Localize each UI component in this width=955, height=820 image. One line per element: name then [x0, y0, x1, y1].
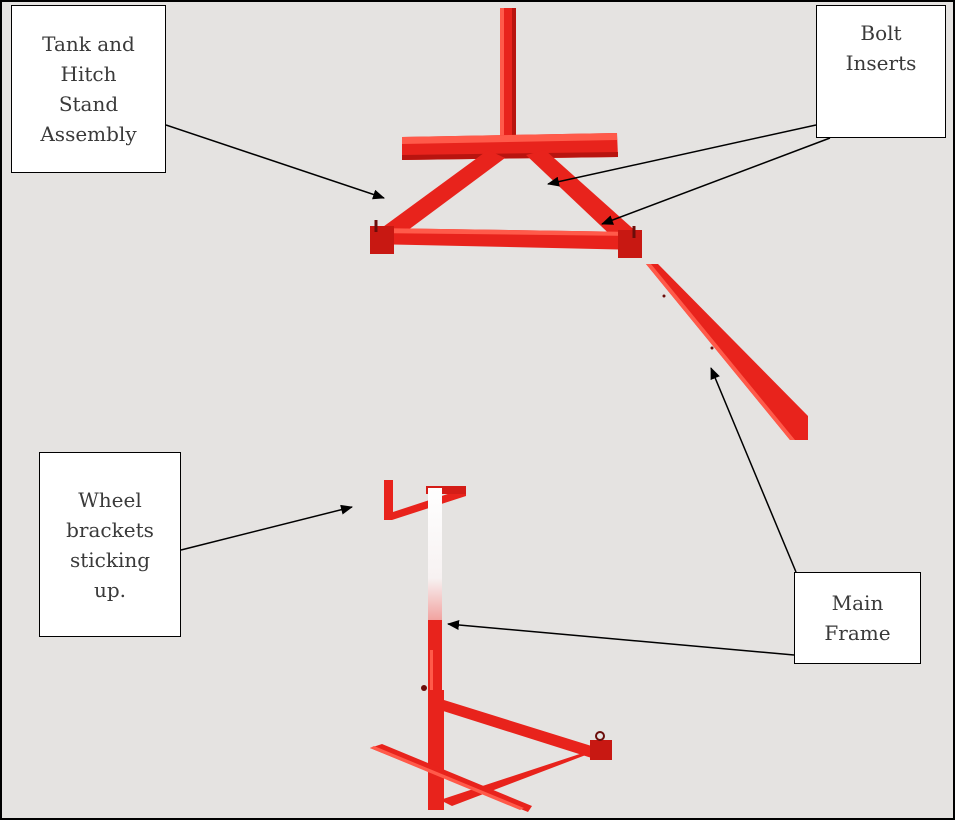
arrow-wheel-brackets	[180, 504, 353, 551]
arrow-main-frame-lower	[447, 620, 795, 656]
arrow-bolt-insert-2	[601, 137, 831, 225]
tank-hitch-stand-label: Tank and Hitch Stand Assembly	[11, 5, 166, 173]
bolt-inserts-label: Bolt Inserts	[816, 5, 946, 138]
arrow-tank-hitch	[165, 124, 385, 200]
main-frame-lower	[370, 480, 612, 812]
main-frame-label: Main Frame	[794, 572, 921, 664]
tank-hitch-stand-assembly	[370, 8, 642, 258]
arrow-bolt-insert-1	[547, 124, 817, 187]
main-frame-tube	[646, 264, 808, 440]
callout-arrows	[165, 124, 831, 656]
arrow-main-frame-upper	[710, 367, 797, 573]
wheel-brackets-label: Wheel brackets sticking up.	[39, 452, 181, 637]
